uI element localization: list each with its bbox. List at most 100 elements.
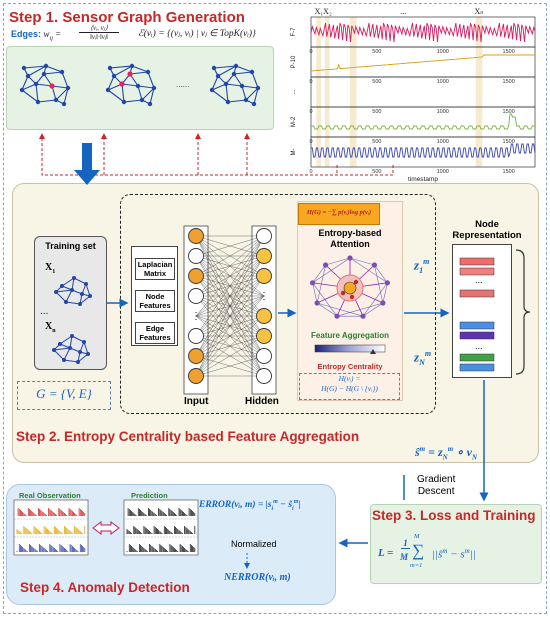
graph-node — [139, 97, 145, 103]
centrality-formula-1: H(vᵢ) = — [338, 374, 361, 383]
attention-center — [343, 281, 357, 295]
nn-connection — [195, 235, 265, 377]
graph-dots: ...... — [176, 80, 190, 89]
nn-connection — [195, 335, 265, 377]
graph-edge — [45, 65, 63, 73]
shat-sup2: m — [447, 445, 454, 453]
graph-edge — [251, 71, 259, 89]
real-observation-label: Real Observation — [19, 491, 81, 500]
node-rep-line1: Node — [475, 219, 499, 230]
shat-rest: = z — [425, 445, 443, 459]
graph-node — [243, 97, 249, 103]
nn-connection — [195, 235, 265, 317]
neural-network: ⋮⋮ — [183, 225, 277, 395]
signal-line — [310, 54, 535, 72]
graph-edge — [27, 65, 47, 77]
entropy-attention-line2: Attention — [330, 239, 370, 249]
real-observation-signal — [17, 508, 86, 516]
train-edge — [55, 289, 73, 293]
track-label: M- — [291, 149, 297, 156]
train-edge — [59, 335, 73, 345]
shat-sub2: N — [472, 453, 478, 462]
attention-edge — [374, 264, 388, 283]
graph-edge — [225, 83, 229, 103]
tick-label: 0 — [309, 169, 312, 175]
edges-label: Edges: — [11, 29, 42, 39]
highlight-band — [475, 17, 483, 167]
prediction-signal — [127, 508, 196, 516]
edge-set-a: ℰ(v — [138, 29, 152, 39]
train-node — [52, 348, 56, 352]
graph-edge — [55, 87, 69, 101]
attention-edge — [325, 257, 351, 266]
nn-connection — [195, 235, 265, 357]
attention-node — [322, 262, 329, 268]
signal-line — [311, 143, 536, 158]
centrality-formula: H(vᵢ) = H(G) − H(G \ {vᵢ}) — [299, 374, 400, 394]
tick-label: 1500 — [503, 79, 515, 85]
node-features-box: Node Features — [135, 290, 175, 312]
edge-set-b: ) = {(v — [152, 29, 179, 39]
shat-sub: N — [442, 453, 448, 462]
graph-edge — [21, 83, 37, 91]
hidden-neuron — [256, 228, 272, 244]
rep-vector — [459, 363, 495, 372]
main-down-arrow — [74, 143, 100, 185]
graph-edge — [37, 99, 57, 103]
graph-edge — [35, 83, 53, 87]
train-node — [54, 290, 58, 294]
hidden-neuron — [256, 308, 272, 324]
graph-edge — [121, 83, 125, 103]
input-neuron — [188, 248, 204, 264]
nn-connection — [195, 275, 265, 377]
graph-node — [61, 101, 67, 107]
graph-node — [211, 65, 217, 71]
tick-label: 1500 — [503, 169, 515, 175]
graph-edge — [61, 71, 69, 89]
train-node — [70, 334, 74, 338]
graph-edge — [233, 71, 253, 75]
graph-node — [231, 71, 237, 77]
tick-label: 1500 — [503, 109, 515, 115]
input-neuron — [188, 328, 204, 344]
entropy-attention-line1: Entropy-based — [318, 228, 382, 238]
centrality-formula-2: H(G) − H(G \ {vᵢ}) — [321, 384, 378, 393]
tick-label: 500 — [372, 79, 381, 85]
step4-title: Step 4. Anomaly Detection — [20, 580, 190, 595]
graph-node — [145, 69, 151, 75]
nerror-end: , m) — [274, 572, 291, 583]
tick-label: 1000 — [437, 139, 449, 145]
graph-node — [49, 83, 55, 89]
attention-edge — [382, 282, 388, 304]
attention-node — [347, 255, 353, 261]
attention-edge — [312, 264, 326, 283]
graph-edge — [43, 71, 63, 75]
rep-vector — [459, 321, 495, 330]
graph-edge — [35, 83, 39, 103]
graph-node — [249, 69, 255, 75]
step1-title: Step 1. Sensor Graph Generation — [9, 9, 245, 26]
graph-node — [25, 73, 31, 79]
nn-connection — [195, 355, 265, 377]
train-node — [86, 352, 90, 356]
marker-label: X₁ — [315, 7, 324, 16]
highlight-band — [324, 17, 330, 167]
tick-label: 500 — [372, 169, 381, 175]
train-node — [76, 360, 80, 364]
train-edge — [73, 277, 87, 285]
attention-node — [349, 294, 355, 300]
tick-label: 500 — [372, 49, 381, 55]
hidden-neuron — [256, 368, 272, 384]
error-end: | — [298, 500, 301, 511]
rep-vector — [459, 331, 495, 340]
train-edge — [77, 353, 89, 363]
input-neuron — [188, 348, 204, 364]
edge-weight-sub: ij — [49, 35, 53, 42]
train-edge — [53, 347, 71, 351]
graph-node — [129, 63, 135, 69]
rep-dots-mid: ... — [475, 341, 483, 351]
nn-connection — [195, 235, 265, 297]
edge-set-formula: ℰ(vᵢ) = {(vⱼ, vᵢ) | vⱼ ∈ TopK(vᵢ)} — [138, 29, 256, 39]
hidden-neuron — [256, 268, 272, 284]
